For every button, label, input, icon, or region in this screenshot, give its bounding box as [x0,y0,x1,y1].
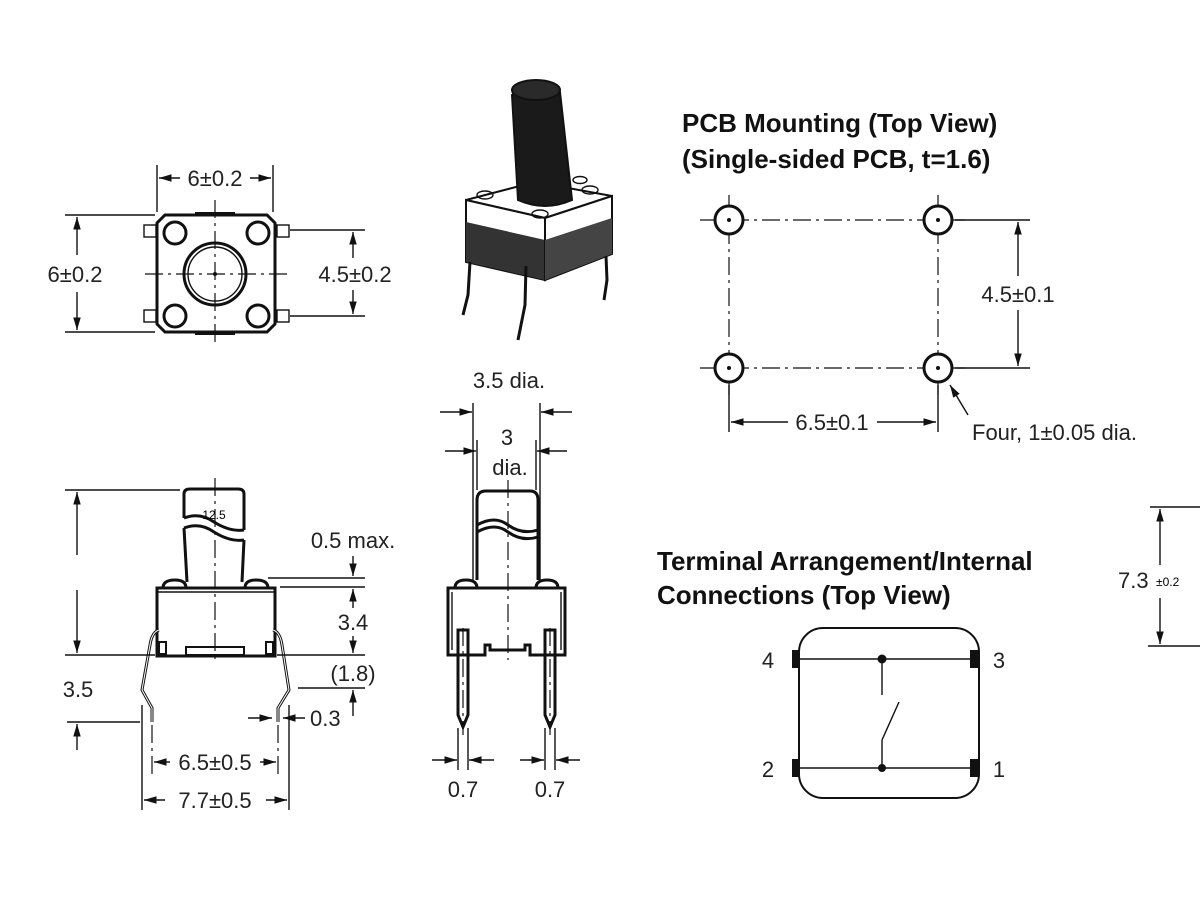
height-value: 7.3 [1118,568,1149,593]
height-dimension-partial: 7.3 ±0.2 [1118,506,1200,647]
pcb-mounting-title: PCB Mounting (Top View) [682,108,997,138]
top-width-dim: 6±0.2 [188,166,243,191]
actuator-base-dia: 3.5 dia. [473,368,545,393]
actuator-3d [510,83,574,207]
side-body [155,586,277,658]
top-height-dim: 6±0.2 [48,262,103,287]
switch-body-outline [155,213,277,334]
top-view: 6±0.2 6±0.2 4.5±0.2 [48,165,392,347]
actuator-top-dia-unit: dia. [492,455,527,480]
pcb-mounting: PCB Mounting (Top View) (Single-sided PC… [682,108,1137,445]
actuator-top-dia-value: 3 [501,425,513,450]
gap-dim: 0.5 max. [311,528,395,553]
switch-contact [881,701,900,741]
height-tolerance: ±0.2 [1156,575,1180,589]
terminal-arrangement: Terminal Arrangement/Internal Connection… [657,546,1033,799]
lead-thickness-dim: 0.3 [310,706,341,731]
pin-4-label: 4 [762,648,774,673]
front-view: 3.5 dia. 3 dia. 0.7 0.7 [432,368,580,802]
terminal-pitch-dim: 4.5±0.2 [318,262,391,287]
pin-width-left: 0.7 [448,777,479,802]
pin-3-label: 3 [993,648,1005,673]
outer-width-dim: 7.7±0.5 [178,788,251,813]
pcb-vertical-pitch-dim: 4.5±0.1 [981,282,1054,307]
terminal-subtitle: Connections (Top View) [657,580,951,610]
pin-1-label: 1 [993,757,1005,782]
body-height-dim: 3.4 [338,610,369,635]
overall-height-dim: 3.5 [63,677,94,702]
isometric-view [461,79,613,341]
mounting-holes [713,204,954,384]
leg-dim: (1.8) [330,661,375,686]
terminal-pads [143,224,290,323]
front-body [446,586,567,657]
pin-width-right: 0.7 [535,777,566,802]
lead-pitch-dim: 6.5±0.5 [178,750,251,775]
hole-note: Four, 1±0.05 dia. [972,420,1137,445]
side-view: 12.5 3.5 0.5 max. 3.4 (1.8) [63,478,395,813]
pcb-horizontal-pitch-dim: 6.5±0.1 [795,410,868,435]
pcb-mounting-subtitle: (Single-sided PCB, t=1.6) [682,144,990,174]
terminal-title: Terminal Arrangement/Internal [657,546,1033,576]
actuator-height-label: 12.5 [202,508,226,522]
pin-2-label: 2 [762,757,774,782]
